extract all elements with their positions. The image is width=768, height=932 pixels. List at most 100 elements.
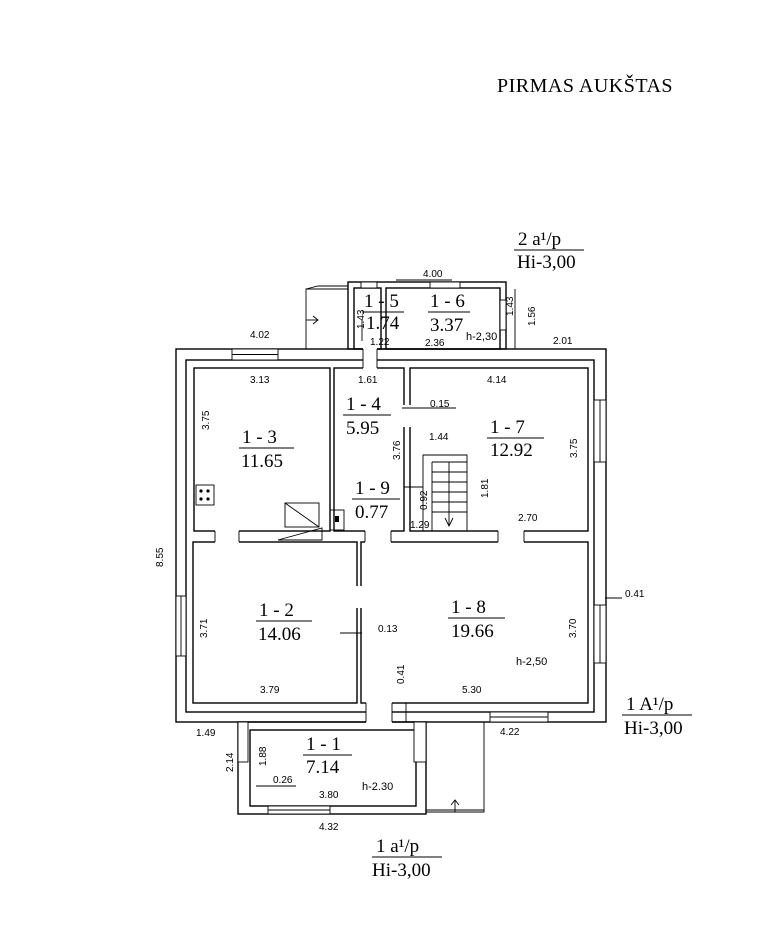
room-id-1-6: 1 - 6 bbox=[430, 291, 465, 312]
entrance-right-line2: Hi-3,00 bbox=[624, 718, 683, 739]
dim-label: 0.41 bbox=[625, 589, 645, 600]
fixtures bbox=[195, 484, 345, 541]
window bbox=[413, 721, 427, 763]
height-note-1-6: h-2,30 bbox=[466, 331, 497, 343]
dim-label: 0.41 bbox=[396, 664, 407, 684]
room-area-1-1: 7.14 bbox=[306, 757, 340, 778]
dimension-labels: 4.00 4.02 1.22 2.36 2.01 1.56 1.43 1.43 … bbox=[155, 269, 645, 833]
fireplace-base bbox=[277, 527, 323, 541]
chimney-icon bbox=[329, 509, 345, 531]
door-1-2 bbox=[355, 586, 363, 608]
dim-label: 4.32 bbox=[319, 822, 339, 833]
dim-label: 8.55 bbox=[155, 547, 166, 567]
dim-label: 0.92 bbox=[419, 490, 430, 510]
room-area-1-5: 1.74 bbox=[366, 313, 400, 334]
room-id-1-1: 1 - 1 bbox=[306, 734, 341, 755]
room-id-1-4: 1 - 4 bbox=[346, 394, 381, 415]
room-id-1-5: 1 - 5 bbox=[364, 291, 399, 312]
entrance-label-top: 2 a¹/p Hi-3,00 bbox=[514, 229, 584, 273]
dim-label: 4.02 bbox=[250, 330, 270, 341]
dim-label: 4.22 bbox=[500, 727, 520, 738]
entrance-bottom-line2: Hi-3,00 bbox=[372, 860, 431, 881]
door-1-7 bbox=[498, 529, 524, 544]
dim-label: 3.76 bbox=[392, 440, 403, 460]
window bbox=[237, 721, 249, 763]
door-1-1 bbox=[366, 701, 392, 724]
entry-arrows bbox=[306, 315, 460, 812]
doors bbox=[214, 347, 525, 724]
height-notes: h-2,30 h-2,50 h-2.30 bbox=[362, 331, 547, 793]
entrance-top-line2: Hi-3,00 bbox=[517, 252, 576, 273]
burner bbox=[199, 497, 203, 501]
staircase bbox=[404, 454, 468, 531]
arrow-bottom-head bbox=[450, 799, 460, 806]
dim-label: 0.13 bbox=[378, 624, 398, 635]
height-note-1-8: h-2,50 bbox=[516, 656, 547, 668]
dim-label: 0.26 bbox=[273, 775, 293, 786]
room-id-1-9: 1 - 9 bbox=[355, 478, 390, 499]
dim-label: 2.36 bbox=[425, 338, 445, 349]
burner bbox=[199, 489, 203, 493]
dim-label: 1.56 bbox=[527, 306, 538, 326]
chimney-flue bbox=[335, 516, 339, 522]
room-id-1-8: 1 - 8 bbox=[451, 597, 486, 618]
dim-label: 3.80 bbox=[319, 790, 339, 801]
dim-label: 3.71 bbox=[199, 618, 210, 638]
dim-label: 1.43 bbox=[356, 309, 367, 329]
room-id-1-7: 1 - 7 bbox=[490, 417, 525, 438]
fireplace-icon bbox=[284, 502, 320, 528]
dim-label: 1.88 bbox=[258, 746, 269, 766]
room-area-1-4: 5.95 bbox=[346, 418, 379, 439]
room-area-1-3: 11.65 bbox=[241, 451, 283, 472]
dim-label: 1.43 bbox=[505, 296, 516, 316]
dim-label: 1.81 bbox=[480, 478, 491, 498]
dim-label: 1.49 bbox=[196, 728, 216, 739]
room-area-1-6: 3.37 bbox=[430, 315, 463, 336]
window bbox=[360, 281, 378, 289]
room-1-8-walls bbox=[360, 541, 589, 704]
dim-label: 2.14 bbox=[225, 752, 236, 772]
porch-top bbox=[305, 288, 348, 349]
dim-label: 3.75 bbox=[569, 438, 580, 458]
dim-label: 1.61 bbox=[358, 375, 378, 386]
dim-label: 2.01 bbox=[553, 336, 573, 347]
burner bbox=[206, 489, 210, 493]
room-1-2-walls bbox=[192, 541, 358, 704]
dim-label: 3.75 bbox=[201, 410, 212, 430]
dim-label: 5.30 bbox=[462, 685, 482, 696]
window bbox=[429, 281, 461, 289]
dim-label: 1.44 bbox=[429, 432, 449, 443]
dim-label: 0.15 bbox=[430, 399, 450, 410]
stair-arrow bbox=[444, 517, 454, 528]
room-area-1-9: 0.77 bbox=[355, 502, 388, 523]
door-1-3 bbox=[215, 529, 239, 544]
room-1-3-walls bbox=[193, 367, 331, 532]
dim-label: 3.79 bbox=[260, 685, 280, 696]
door-1-4 bbox=[402, 405, 412, 427]
window bbox=[499, 299, 507, 331]
door-1-5 bbox=[363, 347, 377, 371]
dim-label: 3.13 bbox=[250, 375, 270, 386]
dim-label: 4.00 bbox=[423, 269, 443, 280]
windows bbox=[175, 281, 607, 815]
dimension-lines bbox=[256, 279, 622, 787]
room-area-1-8: 19.66 bbox=[451, 621, 494, 642]
porch-bottom bbox=[426, 721, 485, 813]
door-1-8 bbox=[365, 529, 391, 544]
porch-top-roof bbox=[305, 285, 348, 290]
stair-outline bbox=[422, 454, 468, 531]
room-area-1-7: 12.92 bbox=[490, 440, 533, 461]
arrow-top-head bbox=[312, 315, 319, 325]
room-id-1-2: 1 - 2 bbox=[259, 600, 294, 621]
dim-label: 4.14 bbox=[487, 375, 507, 386]
entrance-label-bottom: 1 a¹/p Hi-3,00 bbox=[372, 836, 442, 881]
room-labels: 1 - 1 7.14 1 - 2 14.06 1 - 3 11.65 1 - 4… bbox=[239, 291, 544, 778]
dim-label: 3.70 bbox=[568, 618, 579, 638]
entrance-right-line1: 1 A¹/p bbox=[626, 694, 673, 715]
page-title: PIRMAS AUKŠTAS bbox=[497, 73, 673, 97]
entrance-top-line1: 2 a¹/p bbox=[518, 229, 561, 250]
dim-label: 1.22 bbox=[370, 337, 390, 348]
burner bbox=[206, 497, 210, 501]
room-id-1-3: 1 - 3 bbox=[242, 427, 277, 448]
